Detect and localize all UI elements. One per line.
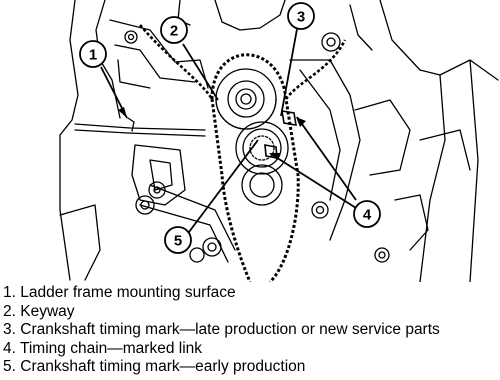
legend-item-4-text: Timing chain—marked link — [19, 339, 203, 357]
leader-arrowheads — [118, 107, 306, 160]
callout-3-label: 3 — [297, 9, 305, 26]
callout-3: 3 — [287, 2, 315, 30]
timing-chain — [139, 24, 347, 282]
legend-item-3-text: Crankshaft timing mark—late production o… — [20, 321, 440, 339]
legend-item-1-number: 1. — [3, 284, 16, 301]
engine-block-linework — [59, 0, 499, 282]
legend-item-4-number: 4. — [3, 339, 16, 357]
legend-item-2-text: Keyway — [20, 302, 75, 320]
legend-item-2: 2. Keyway — [3, 303, 497, 322]
callout-1-label: 1 — [89, 47, 97, 64]
callout-2-label: 2 — [170, 23, 178, 40]
legend-item-5-text: Crankshaft timing mark—early production — [20, 358, 306, 376]
callout-5-label: 5 — [174, 233, 182, 250]
arrow-1 — [118, 107, 127, 118]
leader-lines — [100, 28, 357, 237]
engine-timing-diagram: 1 2 3 4 5 — [59, 0, 499, 282]
callout-1: 1 — [79, 40, 107, 68]
legend-item-1-text: Ladder frame mounting surface — [20, 284, 236, 301]
legend-item-3-number: 3. — [3, 321, 16, 339]
arrow-4b — [269, 153, 280, 160]
leader-4a — [296, 116, 357, 201]
legend-item-5: 5. Crankshaft timing mark—early producti… — [3, 358, 497, 377]
callout-2: 2 — [160, 16, 188, 44]
legend-item-1: 1. Ladder frame mounting surface — [3, 284, 497, 303]
callout-4: 4 — [353, 200, 381, 228]
leader-5 — [185, 139, 259, 237]
legend-item-5-number: 5. — [3, 358, 16, 376]
leader-3 — [280, 28, 298, 117]
arrow-4a — [296, 117, 306, 127]
legend-list: 1. Ladder frame mounting surface 2. Keyw… — [3, 284, 497, 377]
legend-item-2-number: 2. — [3, 302, 16, 320]
legend-item-3: 3. Crankshaft timing mark—late productio… — [3, 321, 497, 340]
leader-2 — [182, 43, 219, 101]
callout-5: 5 — [164, 226, 192, 254]
legend-item-4: 4. Timing chain—marked link — [3, 340, 497, 359]
leader-4b — [270, 153, 357, 209]
callout-4-label: 4 — [363, 207, 372, 224]
